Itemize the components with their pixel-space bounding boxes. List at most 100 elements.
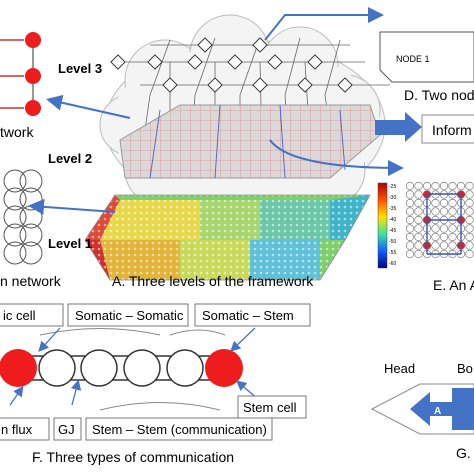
grid-cell <box>414 232 423 242</box>
somatic-cell <box>123 349 161 387</box>
grid-cell <box>414 207 423 216</box>
panel-g-head-body: Head Bo A <box>370 361 474 435</box>
arrow-letter: A <box>434 406 441 417</box>
node-box-label: NODE 1 <box>396 54 430 64</box>
grid-cell <box>431 241 440 250</box>
grid-cell <box>414 249 423 259</box>
colorbar-tick: -45 <box>389 228 396 234</box>
arrow <box>70 379 82 406</box>
label-box-gj <box>53 417 82 441</box>
network-node <box>25 100 41 116</box>
grid-cell <box>448 181 457 191</box>
colorbar-tick: -60 <box>389 261 396 267</box>
grid-cell <box>465 224 474 233</box>
inform-arrow-head <box>405 112 422 142</box>
grid-cell <box>456 181 466 191</box>
grid-cell <box>405 207 415 216</box>
grid-cell <box>414 181 423 191</box>
grid-cell <box>414 190 423 199</box>
grid-cell <box>405 181 415 191</box>
label-stem-stem: Stem – Stem (communication) <box>92 422 267 437</box>
level3-label: Level 3 <box>58 61 102 76</box>
grid-cell <box>465 215 474 225</box>
grid-cell <box>414 224 423 233</box>
grid-cell <box>431 181 440 191</box>
caption-d: D. Two nodes <box>404 87 474 103</box>
label-stem-somatic: ic cell <box>3 308 36 323</box>
grid-cell <box>448 198 457 208</box>
stem-cell-left <box>0 349 37 387</box>
colorbar-ticks: -25 -30 -35 -40 -45 -50 -55 -60 <box>389 184 396 267</box>
grid-cell <box>405 241 415 250</box>
inform-box-label: Inform <box>432 122 472 138</box>
grid-cell <box>405 232 415 242</box>
grid-cell <box>465 207 474 216</box>
arrow-to-bottom-left <box>28 198 116 215</box>
grid-cell <box>465 241 474 250</box>
label-somatic-stem: Somatic – Stem <box>202 308 294 323</box>
network-node <box>25 68 41 84</box>
grid-cell <box>439 224 449 233</box>
bracket <box>169 329 226 336</box>
arrow <box>38 327 61 352</box>
bottom-left-network-label: n network <box>0 273 62 289</box>
label-box-stem-stem <box>85 417 273 441</box>
grid-cell <box>405 249 415 259</box>
label-somatic-somatic: Somatic – Somatic <box>75 308 184 323</box>
label-gj: GJ <box>58 422 75 437</box>
label-box-somatic-stem <box>194 303 311 327</box>
arrow <box>9 385 24 406</box>
grid-cell <box>431 224 440 233</box>
level2-label: Level 2 <box>48 151 92 166</box>
grid-cell <box>465 190 474 199</box>
arrow-to-top-left <box>46 94 131 119</box>
grid-cell <box>448 232 457 242</box>
colorbar-tick: -25 <box>389 184 396 190</box>
bottom-left-network-panel <box>3 169 43 265</box>
colorbar-tick: -40 <box>389 217 396 223</box>
level3-nodes <box>110 37 353 93</box>
panel-e-colorbar <box>377 182 388 269</box>
colorbar-tick: -30 <box>389 195 396 201</box>
label-box-somatic-somatic <box>67 303 189 327</box>
grid-cell <box>431 232 440 242</box>
colorbar-tick: -50 <box>389 239 396 245</box>
label-ion-flux: n flux <box>1 422 33 437</box>
arrow <box>230 327 256 352</box>
head-label: Head <box>384 361 415 376</box>
inform-arrow-shaft <box>375 120 410 135</box>
bracket <box>99 402 221 411</box>
somatic-cell <box>166 349 204 387</box>
grid-cell <box>414 241 423 250</box>
caption-g: G. <box>456 445 471 461</box>
grid-cell <box>405 190 415 199</box>
grid-cell <box>439 241 449 250</box>
panel-f-communication: ic cell Somatic – Somatic Somatic – Stem… <box>0 303 311 441</box>
somatic-cell <box>38 349 76 387</box>
label-box-ion-flux <box>0 417 50 441</box>
panel-d-node-box: NODE 1 <box>379 31 474 83</box>
grid-cell <box>414 198 423 208</box>
grid-cell <box>431 198 440 208</box>
grid-cell <box>414 215 423 225</box>
level1-heatmap <box>84 194 371 281</box>
panel-a-three-levels: Level 3 Level 2 Level 1 <box>48 14 390 281</box>
grid-cell <box>439 232 449 242</box>
bracket <box>39 328 161 336</box>
top-left-network-panel: twork <box>0 32 41 140</box>
colorbar-tick: -35 <box>389 206 396 212</box>
grid-cell <box>465 249 474 259</box>
colorbar-tick: -55 <box>389 250 396 256</box>
grid-cell <box>439 198 449 208</box>
caption-e: E. An A <box>433 277 474 293</box>
panel-e-cell-grid <box>405 181 474 259</box>
body-label: Bo <box>457 361 473 376</box>
label-box-stem-somatic <box>0 303 64 327</box>
inform-box: Inform <box>421 114 474 144</box>
somatic-cell <box>80 349 118 387</box>
level2-blue-lines <box>149 104 346 179</box>
grid-cell <box>405 215 415 225</box>
grid-cell <box>405 198 415 208</box>
grid-cell <box>465 232 474 242</box>
blue-arrow <box>430 388 474 430</box>
